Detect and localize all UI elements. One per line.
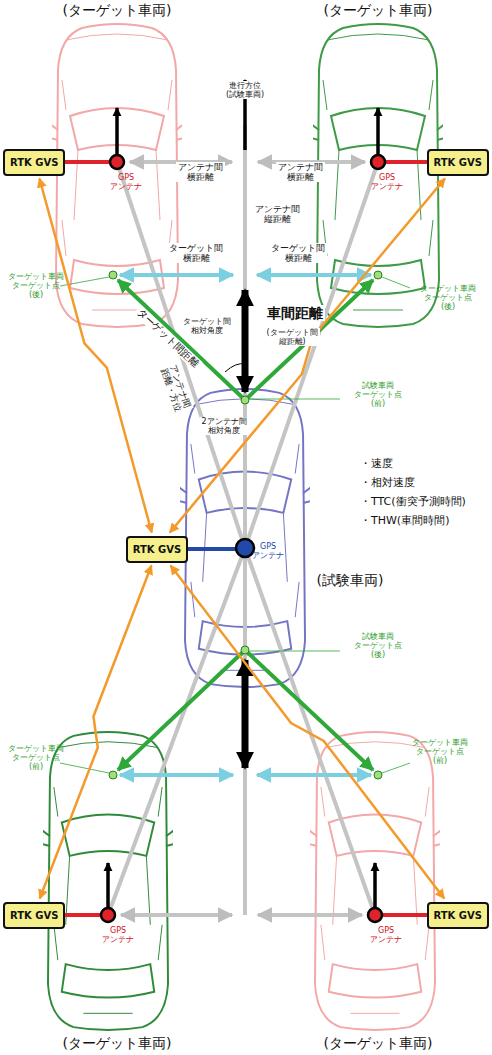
diagram-label: 試験車両 ターゲット点(前)	[354, 381, 402, 409]
diagram-label: (ターゲット車両)	[63, 2, 172, 18]
diagram-label: ・相対速度	[360, 477, 415, 490]
data-link-arrow	[171, 566, 445, 899]
diagram-label: アンテナ間 横距離	[276, 162, 325, 183]
box-text: RTK GVS	[10, 910, 58, 921]
box-text: RTK GVS	[434, 157, 482, 168]
rtk-gvs-box: RTK GVS	[3, 149, 65, 176]
diagram-label: ターゲット車両 ターゲット点(後)	[420, 284, 476, 312]
diagram-label: (ターゲット車両)	[324, 1035, 433, 1051]
diagram-label: (ターゲット車両)	[324, 2, 433, 18]
data-link-arrow	[39, 179, 151, 533]
diagram-label: (試験車両)	[317, 572, 384, 588]
diagram-label: ターゲット間 横距離	[269, 243, 327, 264]
diagram-label: ターゲット間 横距離	[167, 243, 225, 264]
diagram-label: GPS アンテナ	[252, 542, 284, 560]
data-link-arrow	[170, 179, 445, 533]
diagram-label: ・TTC(衝突予測時間)	[360, 496, 466, 509]
rtk-gvs-box: RTK GVS	[126, 536, 188, 563]
diagram-label: ターゲット間 相対角度	[181, 317, 233, 335]
diagram-label: ・THW(車間時間)	[360, 515, 449, 528]
diagram-label: GPS アンテナ	[370, 926, 402, 944]
diagram-label: 進行方位 (試験車両)	[224, 81, 266, 99]
diagram-label: アンテナ間 縦距離	[253, 204, 302, 225]
diagram-label: 試験車両 ターゲット点(後)	[354, 632, 402, 660]
diagram-label: ・速度	[360, 458, 393, 471]
diagram-label: ターゲット車両 ターゲット点(前)	[412, 738, 468, 766]
diagram-label: GPS アンテナ	[110, 173, 142, 191]
rtk-gvs-box: RTK GVS	[427, 149, 489, 176]
diagram-label: ターゲット車両 ターゲット点(前)	[8, 744, 64, 772]
data-link-arrow	[40, 566, 152, 899]
diagram-label: (ターゲット車両)	[63, 1035, 172, 1051]
diagram-label: GPS アンテナ	[371, 173, 403, 191]
box-text: RTK GVS	[133, 544, 181, 555]
diagram-label: GPS アンテナ	[102, 926, 134, 944]
diagram-label: (ターゲット間 縦距離)	[265, 328, 320, 346]
diagram-label: 2アンテナ間 相対角度	[200, 417, 249, 435]
box-text: RTK GVS	[10, 157, 58, 168]
rtk-gvs-box: RTK GVS	[427, 902, 489, 929]
diagram-label: 車間距離	[265, 305, 325, 321]
rtk-gvs-box: RTK GVS	[3, 902, 65, 929]
diagram-label: ターゲット車両 ターゲット点(後)	[8, 272, 64, 300]
diagram-label: アンテナ間 横距離	[176, 162, 225, 183]
box-text: RTK GVS	[434, 910, 482, 921]
